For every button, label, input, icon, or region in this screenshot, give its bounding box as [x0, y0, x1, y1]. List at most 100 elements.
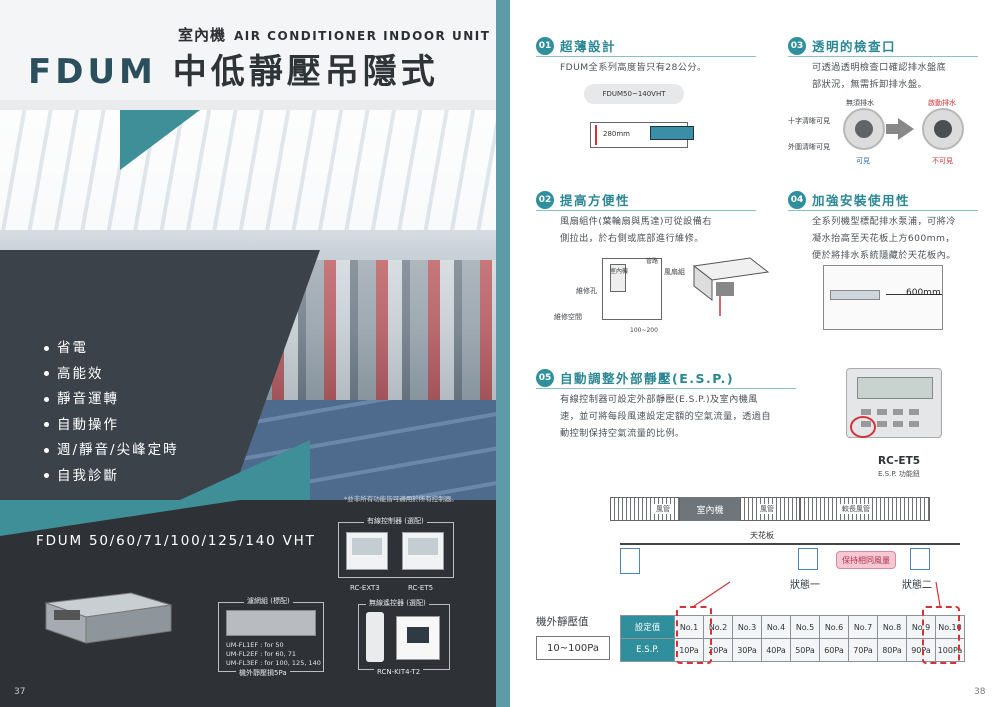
bullet-icon	[44, 371, 49, 376]
rc-function-label: E.S.P. 功能鈕	[878, 470, 920, 478]
section-02-body: 風扇組件(葉輪扇與馬達)可從設備右側拉出，於右側或底部進行維修。	[560, 216, 712, 244]
bullet-icon	[44, 473, 49, 478]
drain-pipe-icon	[830, 290, 880, 300]
title-zh: 中低靜壓吊隱式	[172, 52, 439, 92]
section-01-body: FDUM全系列高度皆只有28公分。	[560, 62, 707, 73]
page-number-right: 38	[974, 687, 986, 697]
esp-label: 機外靜壓值	[536, 616, 589, 628]
feature-item: 自動操作	[44, 413, 179, 439]
section-05-body: 有線控制器可設定外部靜壓(E.S.P.)及室內機風速，並可將每段風速設定定額的空…	[560, 394, 771, 439]
state-two-label: 狀態二	[902, 580, 932, 591]
service-hole-label: 維修孔	[576, 287, 597, 295]
state-connector-lines	[693, 581, 941, 607]
clear-window-icon	[843, 108, 885, 150]
dirty-window-icon	[922, 108, 964, 150]
section-title: 自動調整外部靜壓(E.S.P.)	[560, 371, 735, 386]
section-title: 透明的檢查口	[812, 39, 897, 54]
drain-pump-diagram: 600mm	[823, 265, 943, 330]
decor-teal-bottom	[0, 500, 240, 536]
duct-label-1: 風管	[654, 504, 672, 514]
section-02-header: 02 提高方便性	[536, 190, 630, 209]
decor-triangle	[120, 110, 200, 170]
bullet-icon	[44, 396, 49, 402]
section-03-header: 03 透明的檢查口	[788, 36, 896, 55]
drain-height-label: 600mm	[906, 288, 941, 298]
page-title: FDUM 中低靜壓吊隱式	[28, 44, 439, 93]
visible-label: 可見	[856, 157, 870, 165]
filter-image	[226, 610, 316, 636]
wireless-model: RCN-KIT4-T2	[374, 668, 424, 676]
bullet-icon	[44, 447, 49, 453]
rc-model-name: RC-ET5	[878, 455, 921, 467]
duct-label: 管路	[646, 258, 659, 265]
state-one-label: 狀態一	[790, 580, 820, 591]
service-dim-label: 100~200	[630, 327, 658, 334]
wireless-receiver-image	[396, 616, 440, 660]
controller-rc-et5-image	[402, 532, 444, 570]
arrow-right-icon	[898, 118, 914, 140]
controller-note: *並非所有功能皆可適用於所有控制器。	[344, 495, 458, 503]
page-gutter	[496, 0, 510, 707]
model-line: FDUM 50/60/71/100/125/140 VHT	[36, 533, 316, 549]
airflow-up-arrow-icon	[620, 548, 640, 574]
wireless-label: 無線遙控器 (選配)	[366, 598, 429, 608]
esp-range: 10~100Pa	[536, 636, 610, 660]
feature-item: 靜音運轉	[44, 387, 179, 413]
fan-pullout-icon	[692, 257, 770, 316]
feature-list: 省電 高能效 靜音運轉 自動操作 週/靜音/尖峰定時 自我診斷	[44, 336, 179, 489]
controller-rc-ext3-image	[346, 532, 388, 570]
table-row: E.S.P. 10Pa 20Pa 30Pa 40Pa 50Pa 60Pa 70P…	[620, 638, 965, 662]
bullet-icon	[44, 345, 49, 351]
section-03-body: 可透過透明檢查口確認排水盤底部狀況，無需拆卸排水盤。	[812, 62, 947, 90]
filter-models: UM-FL1EF : for 50 UM-FL2EF : for 60, 71 …	[226, 641, 321, 667]
feature-item: 高能效	[44, 362, 179, 388]
long-duct-label: 較長風管	[840, 504, 872, 514]
wireless-remote-image	[366, 612, 384, 662]
esp-table: 設定值 No.1 No.2 No.3 No.4 No.5 No.6 No.7 N…	[620, 615, 965, 662]
decor-teal-wedge	[180, 440, 310, 500]
section-number: 04	[788, 190, 806, 209]
slim-unit-icon	[650, 126, 694, 140]
section-title: 提高方便性	[560, 193, 631, 208]
section-title: 超薄設計	[560, 39, 617, 54]
no-drain-label: 無須排水	[846, 99, 874, 107]
fan-group-label: 風扇組	[664, 268, 685, 276]
photo-ceiling	[0, 110, 496, 230]
filter-label: 濾網組 (標配)	[244, 596, 293, 606]
keep-airflow-badge: 保持相同風量	[836, 551, 896, 569]
feature-item: 自我診斷	[44, 464, 179, 490]
bullet-icon	[44, 422, 49, 427]
airflow-down-arrow-icon	[798, 548, 818, 570]
header-band	[0, 0, 496, 100]
indoor-block	[610, 264, 626, 292]
start-drain-label: 啟動排水	[928, 99, 956, 107]
feature-item: 週/靜音/尖峰定時	[44, 438, 179, 464]
section-number: 01	[536, 36, 554, 55]
airflow-down-arrow-icon	[910, 548, 930, 570]
right-page: 01 超薄設計 FDUM全系列高度皆只有28公分。 FDUM50~140VHT …	[510, 0, 1000, 707]
table-row: 設定值 No.1 No.2 No.3 No.4 No.5 No.6 No.7 N…	[620, 615, 965, 639]
esp-button-highlight	[850, 416, 876, 438]
subtitle-en: AIR CONDITIONER INDOOR UNIT	[234, 29, 491, 43]
indoor-unit-box: 室內機	[680, 497, 740, 521]
state-one-highlight	[676, 606, 712, 664]
ceiling-label: 天花板	[750, 531, 774, 540]
section-rule	[536, 388, 796, 389]
section-rule	[536, 210, 756, 211]
controller-1-name: RC-EXT3	[350, 584, 380, 592]
invisible-label: 不可見	[932, 157, 953, 165]
controller-2-name: RC-ET5	[408, 584, 434, 592]
section-04-header: 04 加強安裝使用性	[788, 190, 910, 209]
indoor-unit-icon	[45, 592, 172, 644]
section-number: 03	[788, 36, 806, 55]
arrow-right-icon	[886, 124, 898, 134]
section-number: 05	[536, 368, 554, 387]
cross-visible-label: 十字清晰可見	[788, 117, 830, 125]
height-arrow-icon	[595, 125, 597, 145]
section-number: 02	[536, 190, 554, 209]
state-two-highlight	[922, 606, 960, 664]
title-model: FDUM	[28, 52, 157, 92]
service-space-label: 維修空間	[554, 313, 582, 321]
